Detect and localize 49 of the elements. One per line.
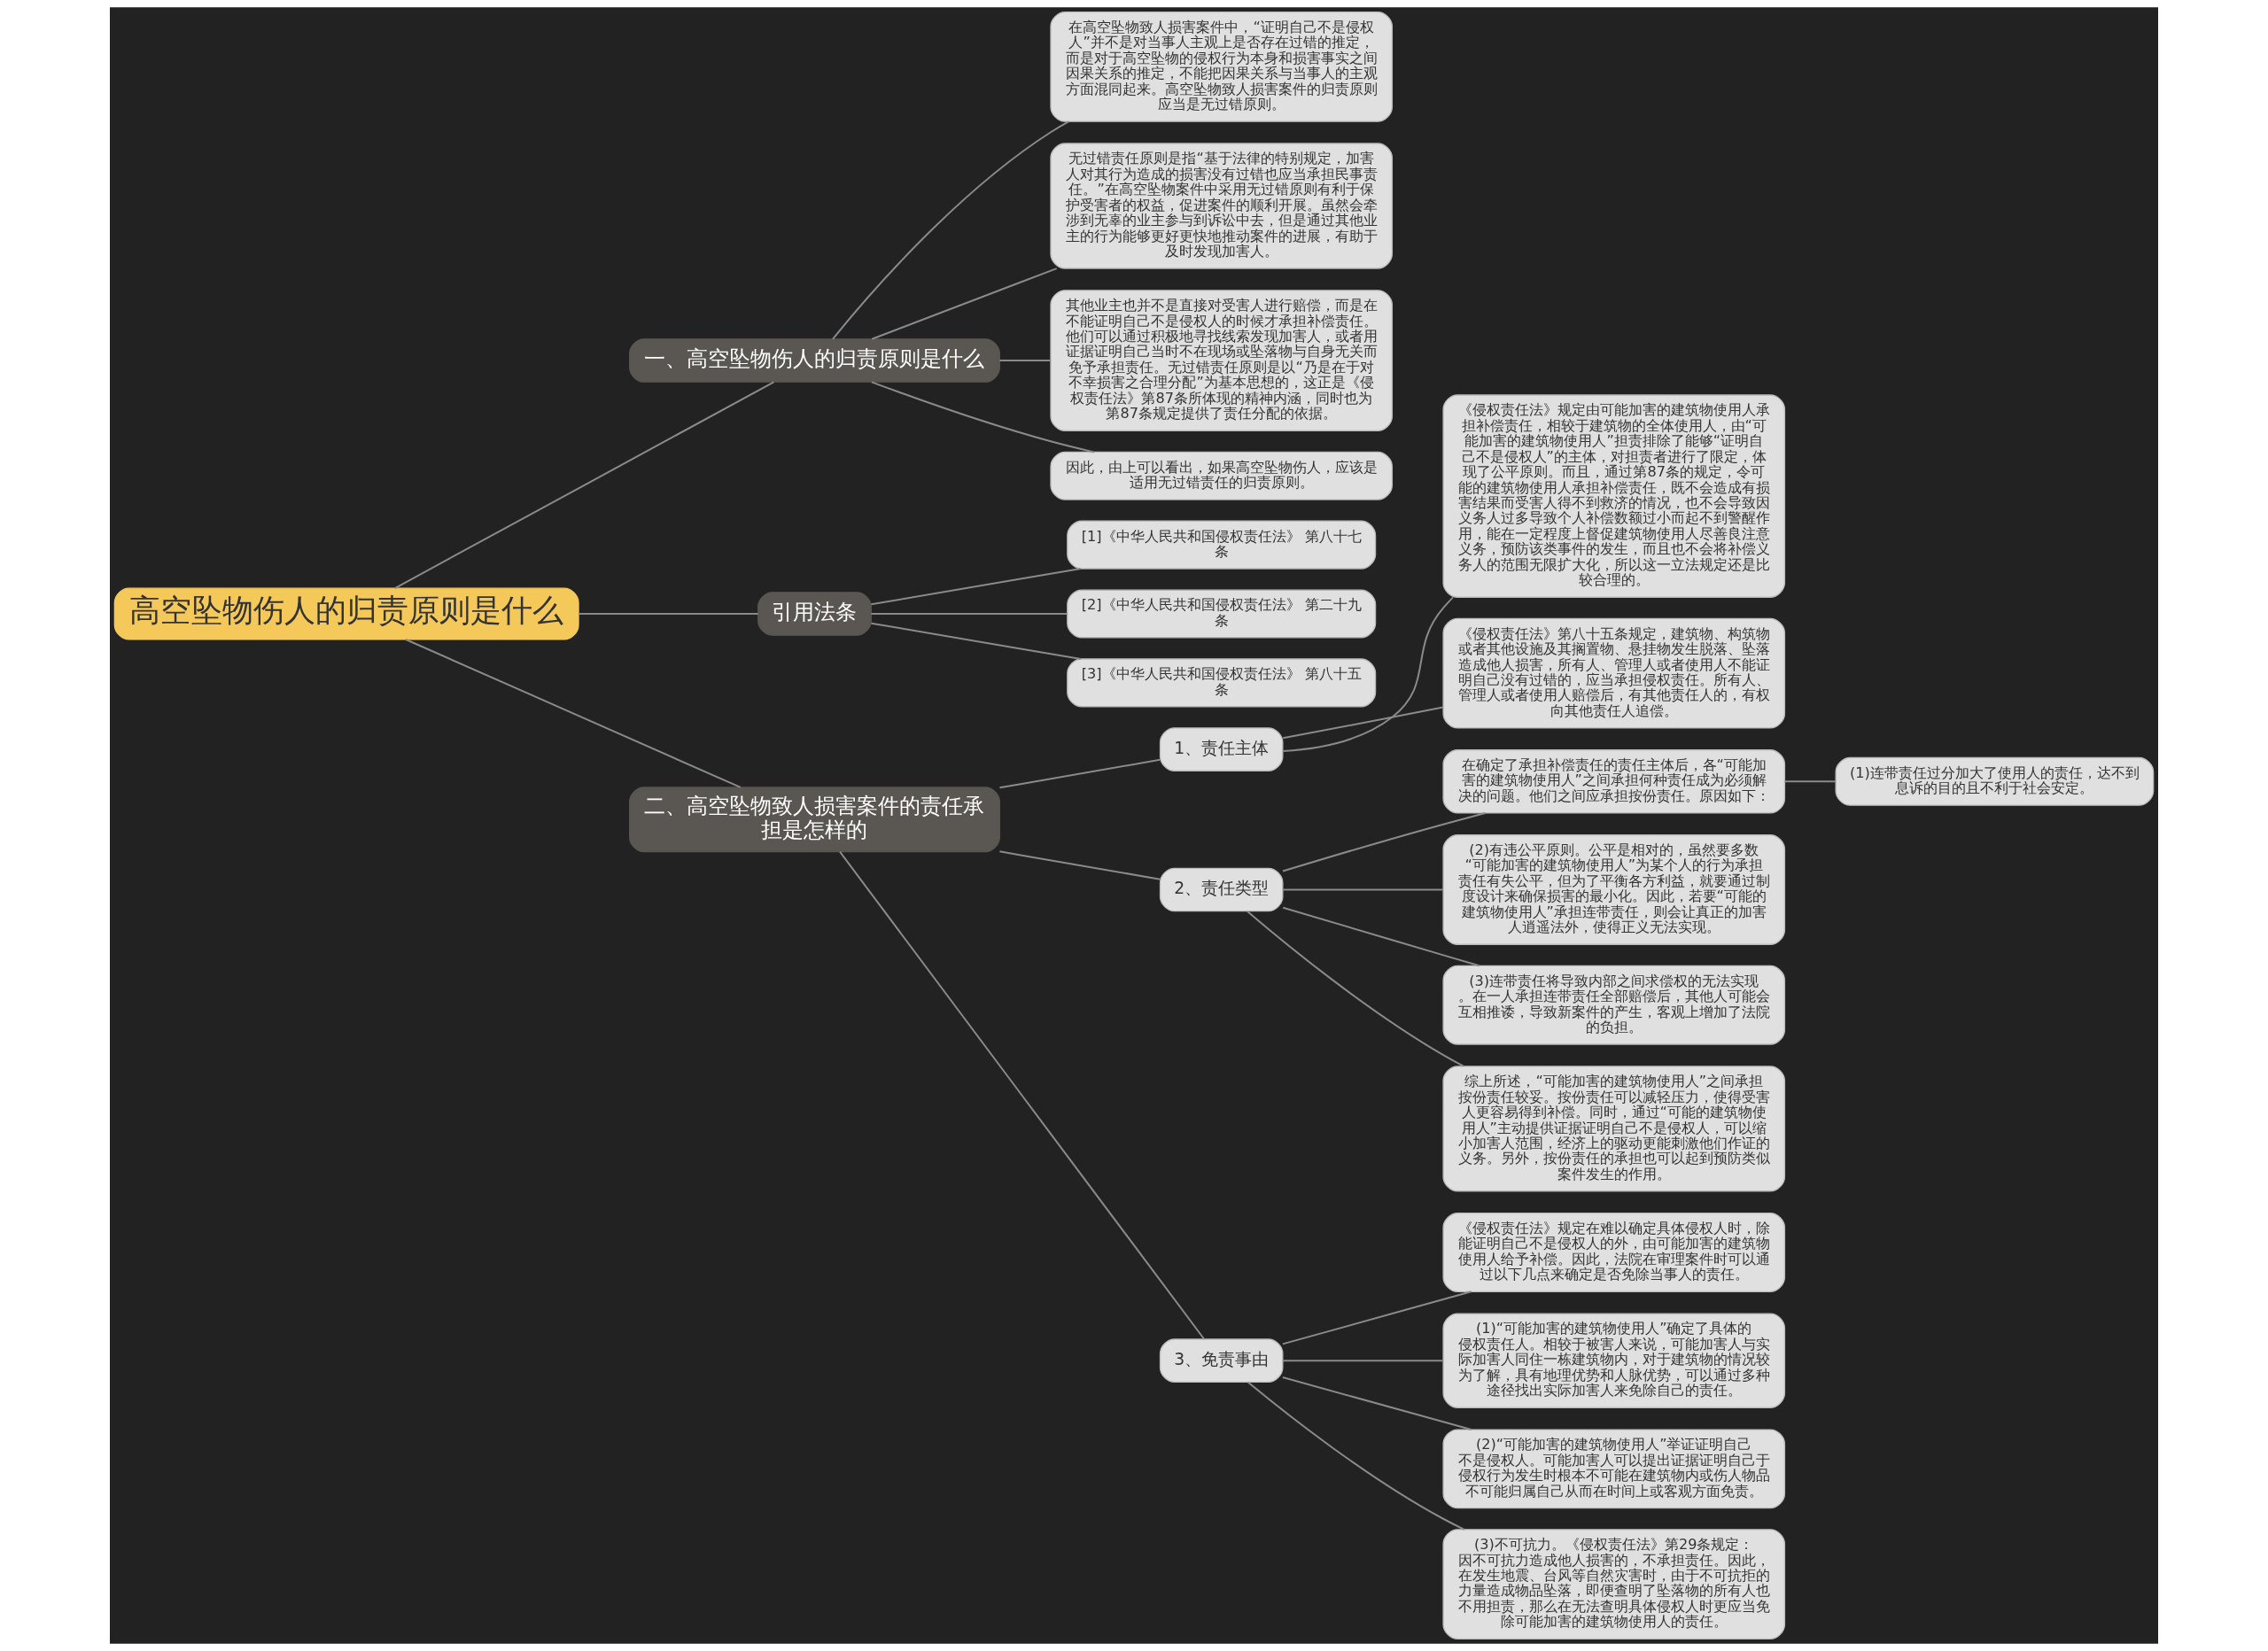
connector (871, 568, 1082, 606)
node-box: 3、免责事由 (1159, 1338, 1284, 1383)
connector (839, 851, 1206, 1340)
connector (1247, 1381, 1465, 1531)
node-box: (2)有违公平原则。公平是相对的，虽然要多数“可能加害的建筑物使用人”为某个人的行为承担责任有失公平，但为了平衡各方利益，就要通过制度设计来确保损害的最小化。因此，若要“可能的建筑物使用人”承担连带责任，则会让真正的加害人逍遥法外，使得正义无法实现。 (1442, 834, 1786, 945)
connector (871, 613, 1068, 615)
node-box: 二、高空坠物致人损害案件的责任承担是怎样的 (629, 787, 1000, 853)
connector (1282, 906, 1480, 967)
node-box: 在高空坠物致人损害案件中，“证明自己不是侵权人”并不是对当事人主观上是否存在过错的推定，而是对于高空坠物的侵权行为本身和损害事实之间因果关系的推定，不能把因果关系与当事人的主观方面混同起来。高空坠物致人损害案件的归责原则应当是无过错原则。 (1050, 11, 1393, 122)
node-box: 高空坠物伤人的归责原则是什么 (113, 587, 579, 640)
node-box: (2)“可能加害的建筑物使用人”举证证明自己不是侵权人。可能加害人可以提出证据证明自己于侵权行为发生时根本不可能在建筑物内或伤人物品不可能归属自己从而在时间上或客观方面免责。 (1442, 1429, 1786, 1509)
node-box: (3)不可抗力。《侵权责任法》第29条规定：因不可抗力造成他人损害的，不承担责任。因此，在发生地震、台风等自然灾害时，由于不可抗拒的力量造成物品坠落，即便查明了坠落物的所有人也不用担责，那么在无法查明具体侵权人时更应当免除可能加害的建筑物使用人的责任。 (1442, 1529, 1786, 1640)
node-box: 《侵权责任法》规定由可能加害的建筑物使用人承担补偿责任，相较于建筑物的全体使用人，由“可能加害的建筑物使用人”担责排除了能够“证明自己不是侵权人”的主体，对担责者进行了限定，体现了公平原则。而且，通过第87条的规定，令可能的建筑物使用人承担补偿责任，既不会造成有损害结果而受害人得不到救济的情况，也不会导致因义务人过多导致个人补偿数额过小而起不到警醒作用，能在一定程度上督促建筑物使用人尽善良注意义务，预防该类事件的发生，而且也不会将补偿义务人的范围无限扩大化，所以这一立法规定还是比较合理的。 (1442, 394, 1786, 598)
node-box: (1)“可能加害的建筑物使用人”确定了具体的侵权责任人。相较于被害人来说，可能加害人与实际加害人同住一栋建筑物内，对于建筑物的情况较为了解，具有地理优势和人脉优势，可以通过多种途径找出实际加害人来免除自己的责任。 (1442, 1313, 1786, 1408)
connector (871, 381, 1094, 453)
connector (1247, 911, 1464, 1067)
connector (999, 758, 1161, 789)
node-box: 《侵权责任法》第八十五条规定，建筑物、构筑物或者其他设施及其搁置物、悬挂物发生脱落、坠落造成他人损害，所有人、管理人或者使用人不能证明自己没有过错的，应当承担侵权责任。所有人、管理人或者使用人赔偿后，有其他责任人的，有权向其他责任人追偿。 (1442, 617, 1786, 729)
node-box: 其他业主也并不是直接对受害人进行赔偿，而是在不能证明自己不是侵权人的时候才承担补偿责任。他们可以通过积极地寻找线索发现加害人，或者用证据证明自己当时不在现场或坠落物与自身无关而免予承担责任。无过错责任原则是以“乃是在于对不幸损害之合理分配”为基本思想的，这正是《侵权责任法》第87条所体现的精神内涵，同时也为第87条规定提供了责任分配的依据。 (1050, 290, 1393, 431)
node-box: [1]《中华人民共和国侵权责任法》 第八十七条 (1067, 520, 1377, 570)
connector (1283, 596, 1454, 752)
node-box: (1)连带责任过分加大了使用人的责任，达不到息诉的目的且不利于社会安定。 (1835, 756, 2155, 806)
node-box: (3)连带责任将导致内部之间求偿权的无法实现。在一人承担连带责任全部赔偿后，其他人可能会互相推诿，导致新案件的产生，客观上增加了法院的负担。 (1442, 965, 1786, 1045)
connector (1282, 888, 1443, 891)
node-box: [3]《中华人民共和国侵权责任法》 第八十五条 (1067, 658, 1377, 708)
connector (1282, 1376, 1472, 1430)
connector (832, 120, 1069, 340)
node-box: [2]《中华人民共和国侵权责任法》 第二十九条 (1067, 589, 1377, 639)
node-box: 无过错责任原则是指“基于法律的特别规定，加害人对其行为造成的损害没有过错也应当承担民事责任。”在高空坠物案件中采用无过错原则有利于保护受害者的权益，促进案件的顺利开展。虽然会牵涉到无辜的业主参与到诉讼中去，但是通过其他业主的行为能够更好更快地推动案件的进展，有助于及时发现加害人。 (1050, 143, 1393, 269)
connector (1784, 780, 1836, 783)
node-box: 1、责任主体 (1159, 727, 1284, 771)
node-box: 引用法条 (757, 592, 872, 636)
connector (871, 622, 1082, 661)
node-box: 2、责任类型 (1159, 867, 1284, 912)
node-box: 在确定了承担补偿责任的责任主体后，各“可能加害的建筑物使用人”之间承担何种责任成为必须解决的问题。他们之间应承担按份责任。原因如下： (1442, 749, 1786, 814)
connector (579, 613, 758, 615)
node-box: 因此，由上可以看出，如果高空坠物伤人，应该是适用无过错责任的归责原则。 (1050, 451, 1393, 500)
connector (871, 267, 1058, 340)
connector (405, 639, 742, 788)
connector (1282, 1291, 1472, 1345)
connector (394, 381, 774, 589)
connector (999, 850, 1161, 880)
connector (1283, 706, 1444, 740)
connector (1282, 1360, 1443, 1362)
connector (999, 360, 1051, 362)
node-box: 综上所述，“可能加害的建筑物使用人”之间承担按份责任较妥。按份责任可以减轻压力，使得受害人更容易得到补偿。同时，通过“可能的建筑物使用人”主动提供证据证明自己不是侵权人，可以缩小加害人范围，经济上的驱动更能刺激他们作证的义务。另外，按份责任的承担也可以起到预防类似案件发生的作用。 (1442, 1066, 1786, 1192)
connector (1282, 812, 1486, 872)
node-box: 一、高空坠物伤人的归责原则是什么 (629, 338, 1000, 383)
node-box: 《侵权责任法》规定在难以确定具体侵权人时，除能证明自己不是侵权人的外，由可能加害的建筑物使用人给予补偿。因此，法院在审理案件时可以通过以下几点来确定是否免除当事人的责任。 (1442, 1213, 1786, 1292)
